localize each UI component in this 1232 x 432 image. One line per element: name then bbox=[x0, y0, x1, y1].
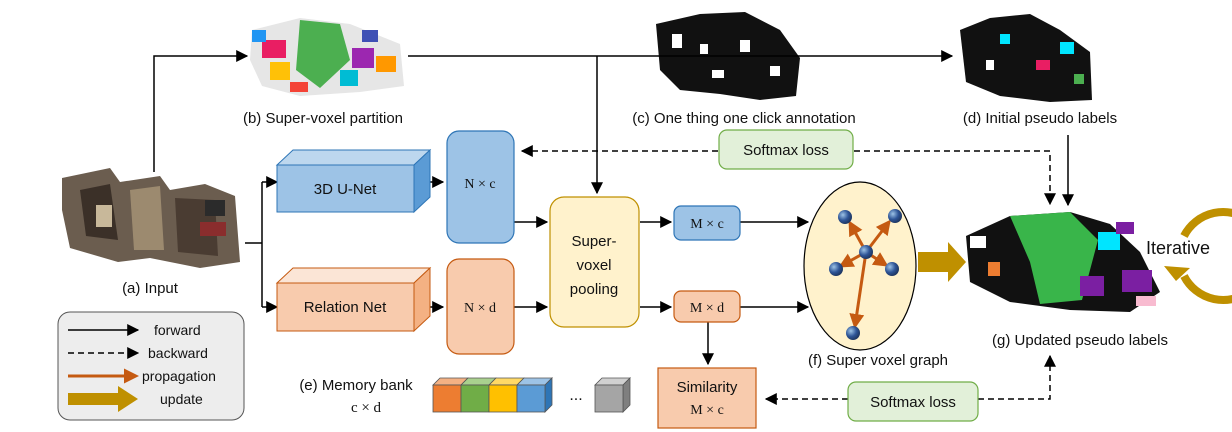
caption-annotation: (c) One thing one click annotation bbox=[632, 110, 855, 127]
graph-node bbox=[846, 326, 860, 340]
memory-cell bbox=[516, 377, 553, 413]
caption-initial-pseudo-labels: (d) Initial pseudo labels bbox=[963, 110, 1117, 127]
memory-cell bbox=[432, 377, 469, 413]
input-pointcloud-image bbox=[62, 168, 240, 268]
graph-node bbox=[838, 210, 852, 224]
memory-cell bbox=[460, 377, 497, 413]
n-by-d-label: N × d bbox=[464, 301, 496, 316]
memory-bank: ... bbox=[432, 377, 631, 413]
supervoxel-pooling-block: Super- voxel pooling bbox=[549, 196, 640, 328]
pooling-label-line2: voxel bbox=[576, 257, 611, 274]
legend-backward-label: backward bbox=[148, 345, 208, 361]
unet-label: 3D U-Net bbox=[314, 181, 377, 198]
relation-net-label: Relation Net bbox=[304, 299, 387, 316]
memory-ellipsis: ... bbox=[569, 387, 582, 404]
caption-memory-bank-dim: c × d bbox=[351, 400, 382, 416]
m-by-d-block: M × d bbox=[673, 290, 741, 323]
memory-cell bbox=[594, 377, 631, 413]
unet-block: 3D U-Net bbox=[275, 148, 432, 214]
update-arrow bbox=[918, 242, 966, 282]
softmax-top-label: Softmax loss bbox=[743, 142, 829, 159]
n-by-c-block: N × c bbox=[446, 130, 515, 244]
graph-node bbox=[885, 262, 899, 276]
graph-node bbox=[888, 209, 902, 223]
backward-arrows bbox=[520, 145, 1056, 405]
softmax-loss-top: Softmax loss bbox=[718, 129, 854, 170]
graph-node bbox=[859, 245, 873, 259]
relation-net-block: Relation Net bbox=[275, 266, 432, 333]
caption-updated-pseudo-labels: (g) Updated pseudo labels bbox=[992, 332, 1168, 349]
similarity-label: Similarity bbox=[677, 379, 738, 396]
supervoxel-partition-image bbox=[250, 18, 404, 96]
iterative-loop: Iterative bbox=[1146, 208, 1232, 304]
n-by-c-label: N × c bbox=[464, 177, 495, 192]
legend: forward backward propagation update bbox=[57, 311, 245, 421]
caption-supervoxel-partition: (b) Super-voxel partition bbox=[243, 110, 403, 127]
pooling-label-line3: pooling bbox=[570, 281, 618, 298]
n-by-d-block: N × d bbox=[446, 258, 515, 355]
softmax-loss-bottom: Softmax loss bbox=[847, 381, 979, 422]
legend-update-swatch bbox=[68, 386, 138, 412]
legend-forward-label: forward bbox=[154, 322, 201, 338]
supervoxel-graph bbox=[803, 181, 917, 351]
pooling-label-line1: Super- bbox=[571, 233, 616, 250]
m-by-d-label: M × d bbox=[690, 301, 724, 316]
m-by-c-label: M × c bbox=[690, 217, 724, 232]
caption-input: (a) Input bbox=[122, 280, 179, 297]
updated-pseudo-labels-image bbox=[966, 212, 1160, 312]
legend-update-label: update bbox=[160, 391, 203, 407]
graph-node bbox=[829, 262, 843, 276]
similarity-dim-label: M × c bbox=[690, 403, 724, 418]
initial-pseudo-labels-image bbox=[960, 14, 1092, 102]
caption-memory-bank: (e) Memory bank bbox=[299, 377, 413, 394]
legend-propagation-label: propagation bbox=[142, 368, 216, 384]
caption-supervoxel-graph: (f) Super voxel graph bbox=[808, 352, 948, 369]
softmax-bottom-label: Softmax loss bbox=[870, 394, 956, 411]
iterative-label: Iterative bbox=[1146, 238, 1210, 258]
similarity-block: Similarity M × c bbox=[657, 367, 757, 429]
m-by-c-block: M × c bbox=[673, 205, 741, 241]
